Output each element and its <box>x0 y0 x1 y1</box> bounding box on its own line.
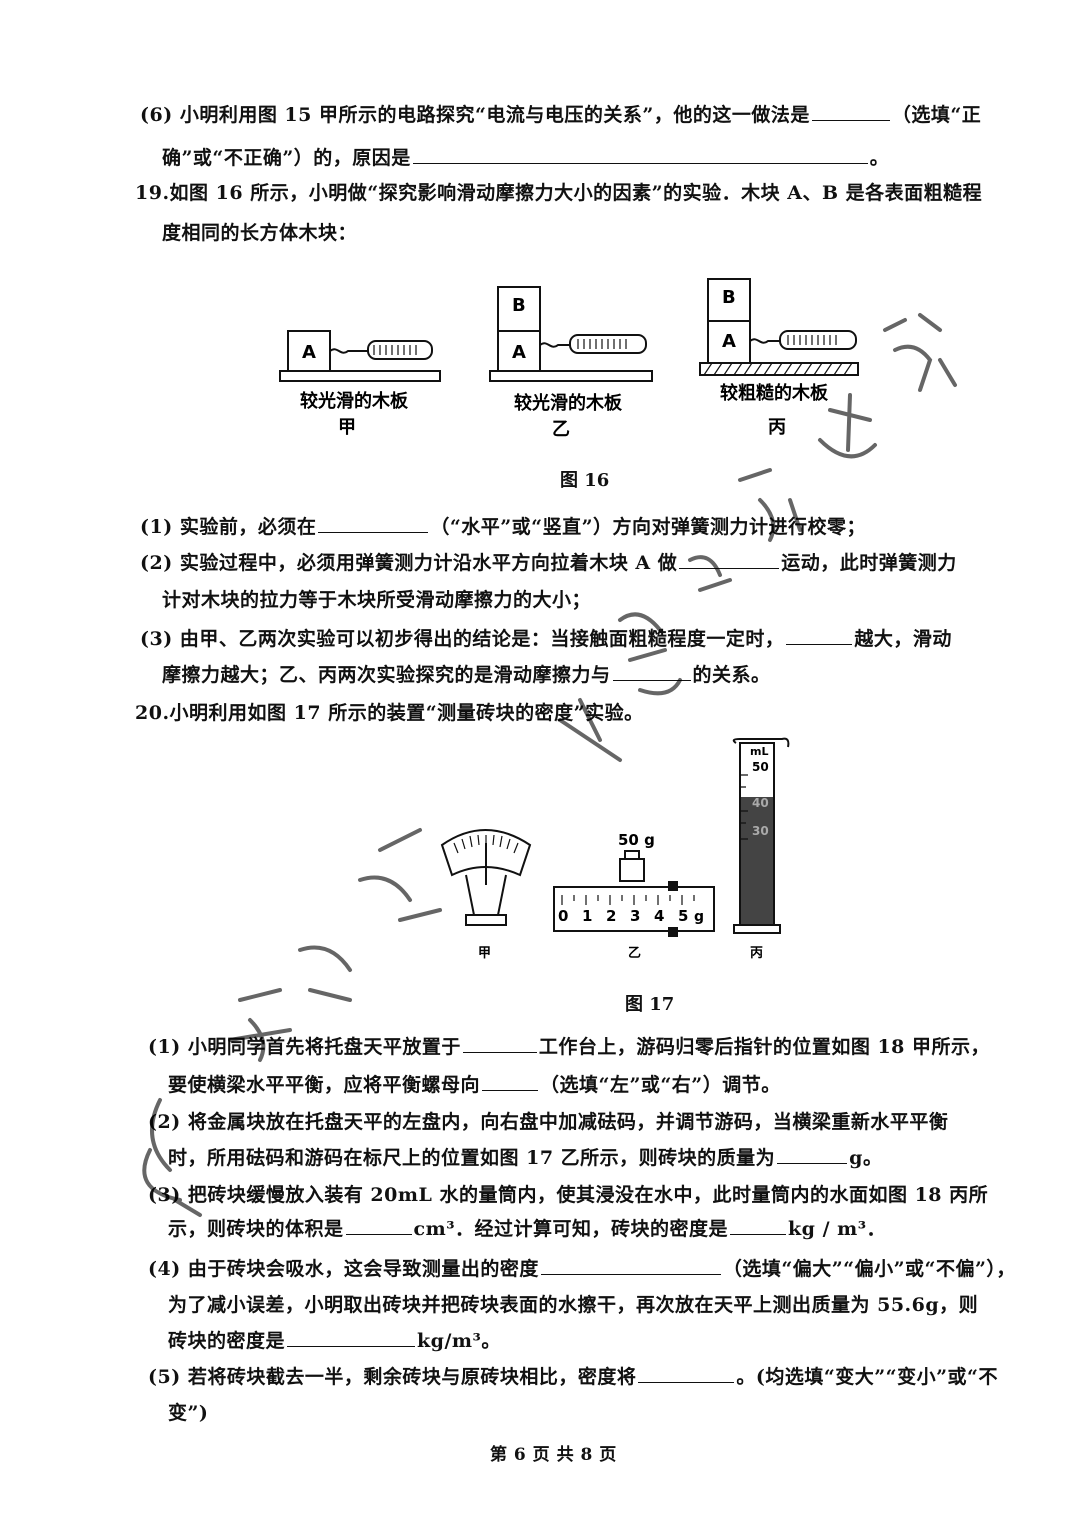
answer-blank[interactable] <box>679 548 780 569</box>
cylinder-tick: 40 <box>752 796 769 810</box>
q20-s4-line2: 为了减小误差，小明取出砖块并把砖块表面的水擦干，再次放在天平上测出质量为 55.… <box>168 1294 979 1316</box>
answer-blank[interactable] <box>612 660 691 681</box>
text: (5) 若将砖块截去一半，剩余砖块与原砖块相比，密度将 <box>148 1366 637 1388</box>
setup-label: 丙 <box>768 417 786 438</box>
board-label: 较光滑的木板 <box>300 390 409 412</box>
block-a-label: A <box>302 342 316 363</box>
cylinder-unit: mL <box>750 745 768 758</box>
answer-blank[interactable] <box>412 143 868 164</box>
figure-16-caption: 图 16 <box>560 470 610 491</box>
ruler-tick: 4 <box>654 907 664 925</box>
text: (6) 小明利用图 15 甲所示的电路探究“电流与电压的关系”，他的这一做法是 <box>140 104 810 126</box>
text: 运动，此时弹簧测力 <box>781 552 957 574</box>
q19-s3-line1: (3) 由甲、乙两次实验可以初步得出的结论是：当接触面粗糙程度一定时， 越大，滑动 <box>140 624 952 651</box>
block-a-label: A <box>512 342 526 363</box>
board-label: 较粗糙的木板 <box>720 382 829 404</box>
q18-6-line1: (6) 小明利用图 15 甲所示的电路探究“电流与电压的关系”，他的这一做法是 （… <box>140 100 981 127</box>
answer-blank[interactable] <box>287 1326 416 1347</box>
q20-s2-line2: 时，所用砝码和游码在标尺上的位置如图 17 乙所示，则砖块的质量为 g。 <box>168 1143 882 1170</box>
setup-label: 乙 <box>552 419 570 440</box>
block-a-label: A <box>722 331 736 352</box>
q20-intro: 20.小明利用如图 17 所示的装置“测量砖块的密度”实验。 <box>135 702 644 724</box>
q19-s2-line1: (2) 实验过程中，必须用弹簧测力计沿水平方向拉着木块 A 做 运动，此时弹簧测力 <box>140 548 957 575</box>
figure-17: 甲 50 g 0 1 2 3 4 5 g 乙 mL 50 40 30 丙 <box>440 737 790 961</box>
answer-blank[interactable] <box>318 512 429 533</box>
text: 工作台上，游码归零后指针的位置如图 18 甲所示， <box>538 1036 990 1058</box>
text: 摩擦力越大；乙、丙两次实验探究的是滑动摩擦力与 <box>162 664 611 686</box>
q19-s1: (1) 实验前，必须在 （“水平”或“竖直”）方向对弹簧测力计进行校零； <box>140 512 866 539</box>
setup-label: 乙 <box>628 946 641 961</box>
answer-blank[interactable] <box>730 1214 787 1235</box>
q19-s2-line2: 计对木块的拉力等于木块所受滑动摩擦力的大小； <box>162 589 592 611</box>
text: （选填“正 <box>891 104 982 126</box>
q20-s1-line2: 要使横梁水平平衡，应将平衡螺母向 （选填“左”或“右”）调节。 <box>168 1070 781 1097</box>
text: 确”或“不正确”）的，原因是 <box>162 147 411 169</box>
q20-s3-line1: (3) 把砖块缓慢放入装有 20mL 水的量筒内，使其浸没在水中，此时量筒内的水… <box>148 1184 989 1206</box>
scale-pointer-jia: 甲 <box>440 829 532 961</box>
ruler-unit: g <box>694 909 704 925</box>
text: 示，则砖块的体积是 <box>168 1218 344 1240</box>
text: 砖块的密度是 <box>168 1330 286 1352</box>
text: (4) 由于砖块会吸水，这会导致测量出的密度 <box>148 1258 539 1280</box>
q20-s5-line1: (5) 若将砖块截去一半，剩余砖块与原砖块相比，密度将 。(均选填“变大”“变小”… <box>148 1362 998 1389</box>
weight-and-ruler-yi: 50 g 0 1 2 3 4 5 g 乙 <box>553 831 715 961</box>
answer-blank[interactable] <box>777 1143 848 1164</box>
figure-17-caption: 图 17 <box>625 994 675 1015</box>
figure-16: A 较光滑的木板 甲 B A 较光滑的木板 乙 B A 较粗糙的木板 丙 <box>279 278 859 440</box>
setup-label: 甲 <box>338 417 356 438</box>
ruler-tick: 5 <box>678 907 688 925</box>
q19-intro-1: 19.如图 16 所示，小明做“探究影响滑动摩擦力大小的因素”的实验．木块 A、… <box>135 182 983 204</box>
answer-blank[interactable] <box>345 1214 412 1235</box>
page-footer: 第 6 页 共 8 页 <box>490 1445 617 1465</box>
text: 。 <box>869 147 890 169</box>
q19-intro-2: 度相同的长方体木块： <box>162 222 358 244</box>
block-b-label: B <box>512 295 526 316</box>
text: cm³．经过计算可知，砖块的密度是 <box>413 1218 729 1240</box>
text: 的关系。 <box>692 664 771 686</box>
text: (2) 实验过程中，必须用弹簧测力计沿水平方向拉着木块 A 做 <box>140 552 678 574</box>
text: (3) 由甲、乙两次实验可以初步得出的结论是：当接触面粗糙程度一定时， <box>140 628 785 650</box>
q20-s3-line2: 示，则砖块的体积是 cm³．经过计算可知，砖块的密度是 kg / m³． <box>168 1214 886 1241</box>
board-label: 较光滑的木板 <box>514 392 623 414</box>
answer-blank[interactable] <box>462 1032 537 1053</box>
text: 要使横梁水平平衡，应将平衡螺母向 <box>168 1074 481 1096</box>
q18-6-line2: 确”或“不正确”）的，原因是 。 <box>162 143 889 170</box>
text: （选填“偏大”“偏小”或“不偏”）， <box>722 1258 1016 1280</box>
text: kg/m³。 <box>417 1330 501 1352</box>
text: 越大，滑动 <box>854 628 952 650</box>
answer-blank[interactable] <box>540 1254 721 1275</box>
ruler-tick: 0 <box>558 907 568 925</box>
q20-s4-line3: 砖块的密度是 kg/m³。 <box>168 1326 501 1353</box>
cylinder-tick: 50 <box>752 760 769 774</box>
graduated-cylinder-bing: mL 50 40 30 丙 <box>732 737 790 961</box>
answer-blank[interactable] <box>638 1362 735 1383</box>
text: （选填“左”或“右”）调节。 <box>540 1074 781 1096</box>
q20-s1-line1: (1) 小明同学首先将托盘天平放置于 工作台上，游码归零后指针的位置如图 18 甲… <box>148 1032 990 1059</box>
setup-label: 甲 <box>478 946 491 961</box>
text: （“水平”或“竖直”）方向对弹簧测力计进行校零； <box>430 516 867 538</box>
answer-blank[interactable] <box>786 624 853 645</box>
text: 时，所用砝码和游码在标尺上的位置如图 17 乙所示，则砖块的质量为 <box>168 1147 776 1169</box>
cylinder-tick: 30 <box>752 824 769 838</box>
text: (1) 小明同学首先将托盘天平放置于 <box>148 1036 461 1058</box>
ruler-tick: 2 <box>606 907 616 925</box>
q20-s5-line2: 变”) <box>168 1402 209 1424</box>
weight-label: 50 g <box>618 831 655 849</box>
text: 。(均选填“变大”“变小”或“不 <box>736 1366 998 1388</box>
text: (1) 实验前，必须在 <box>140 516 317 538</box>
ruler-tick: 3 <box>630 907 640 925</box>
q20-s2-line1: (2) 将金属块放在托盘天平的左盘内，向右盘中加减砝码，并调节游码，当横梁重新水… <box>148 1111 949 1133</box>
text: kg / m³． <box>788 1218 887 1240</box>
q19-s3-line2: 摩擦力越大；乙、丙两次实验探究的是滑动摩擦力与 的关系。 <box>162 660 771 687</box>
answer-blank[interactable] <box>482 1070 539 1091</box>
text: g。 <box>849 1147 883 1169</box>
setup-yi: B A 较光滑的木板 乙 <box>489 286 653 440</box>
block-b-label: B <box>722 287 736 308</box>
ruler-tick: 1 <box>582 907 592 925</box>
answer-blank[interactable] <box>811 100 890 121</box>
setup-jia: A 较光滑的木板 甲 <box>279 330 441 438</box>
q20-s4-line1: (4) 由于砖块会吸水，这会导致测量出的密度 （选填“偏大”“偏小”或“不偏”）， <box>148 1254 1016 1281</box>
setup-label: 丙 <box>750 946 763 961</box>
setup-bing: B A 较粗糙的木板 丙 <box>699 278 859 438</box>
